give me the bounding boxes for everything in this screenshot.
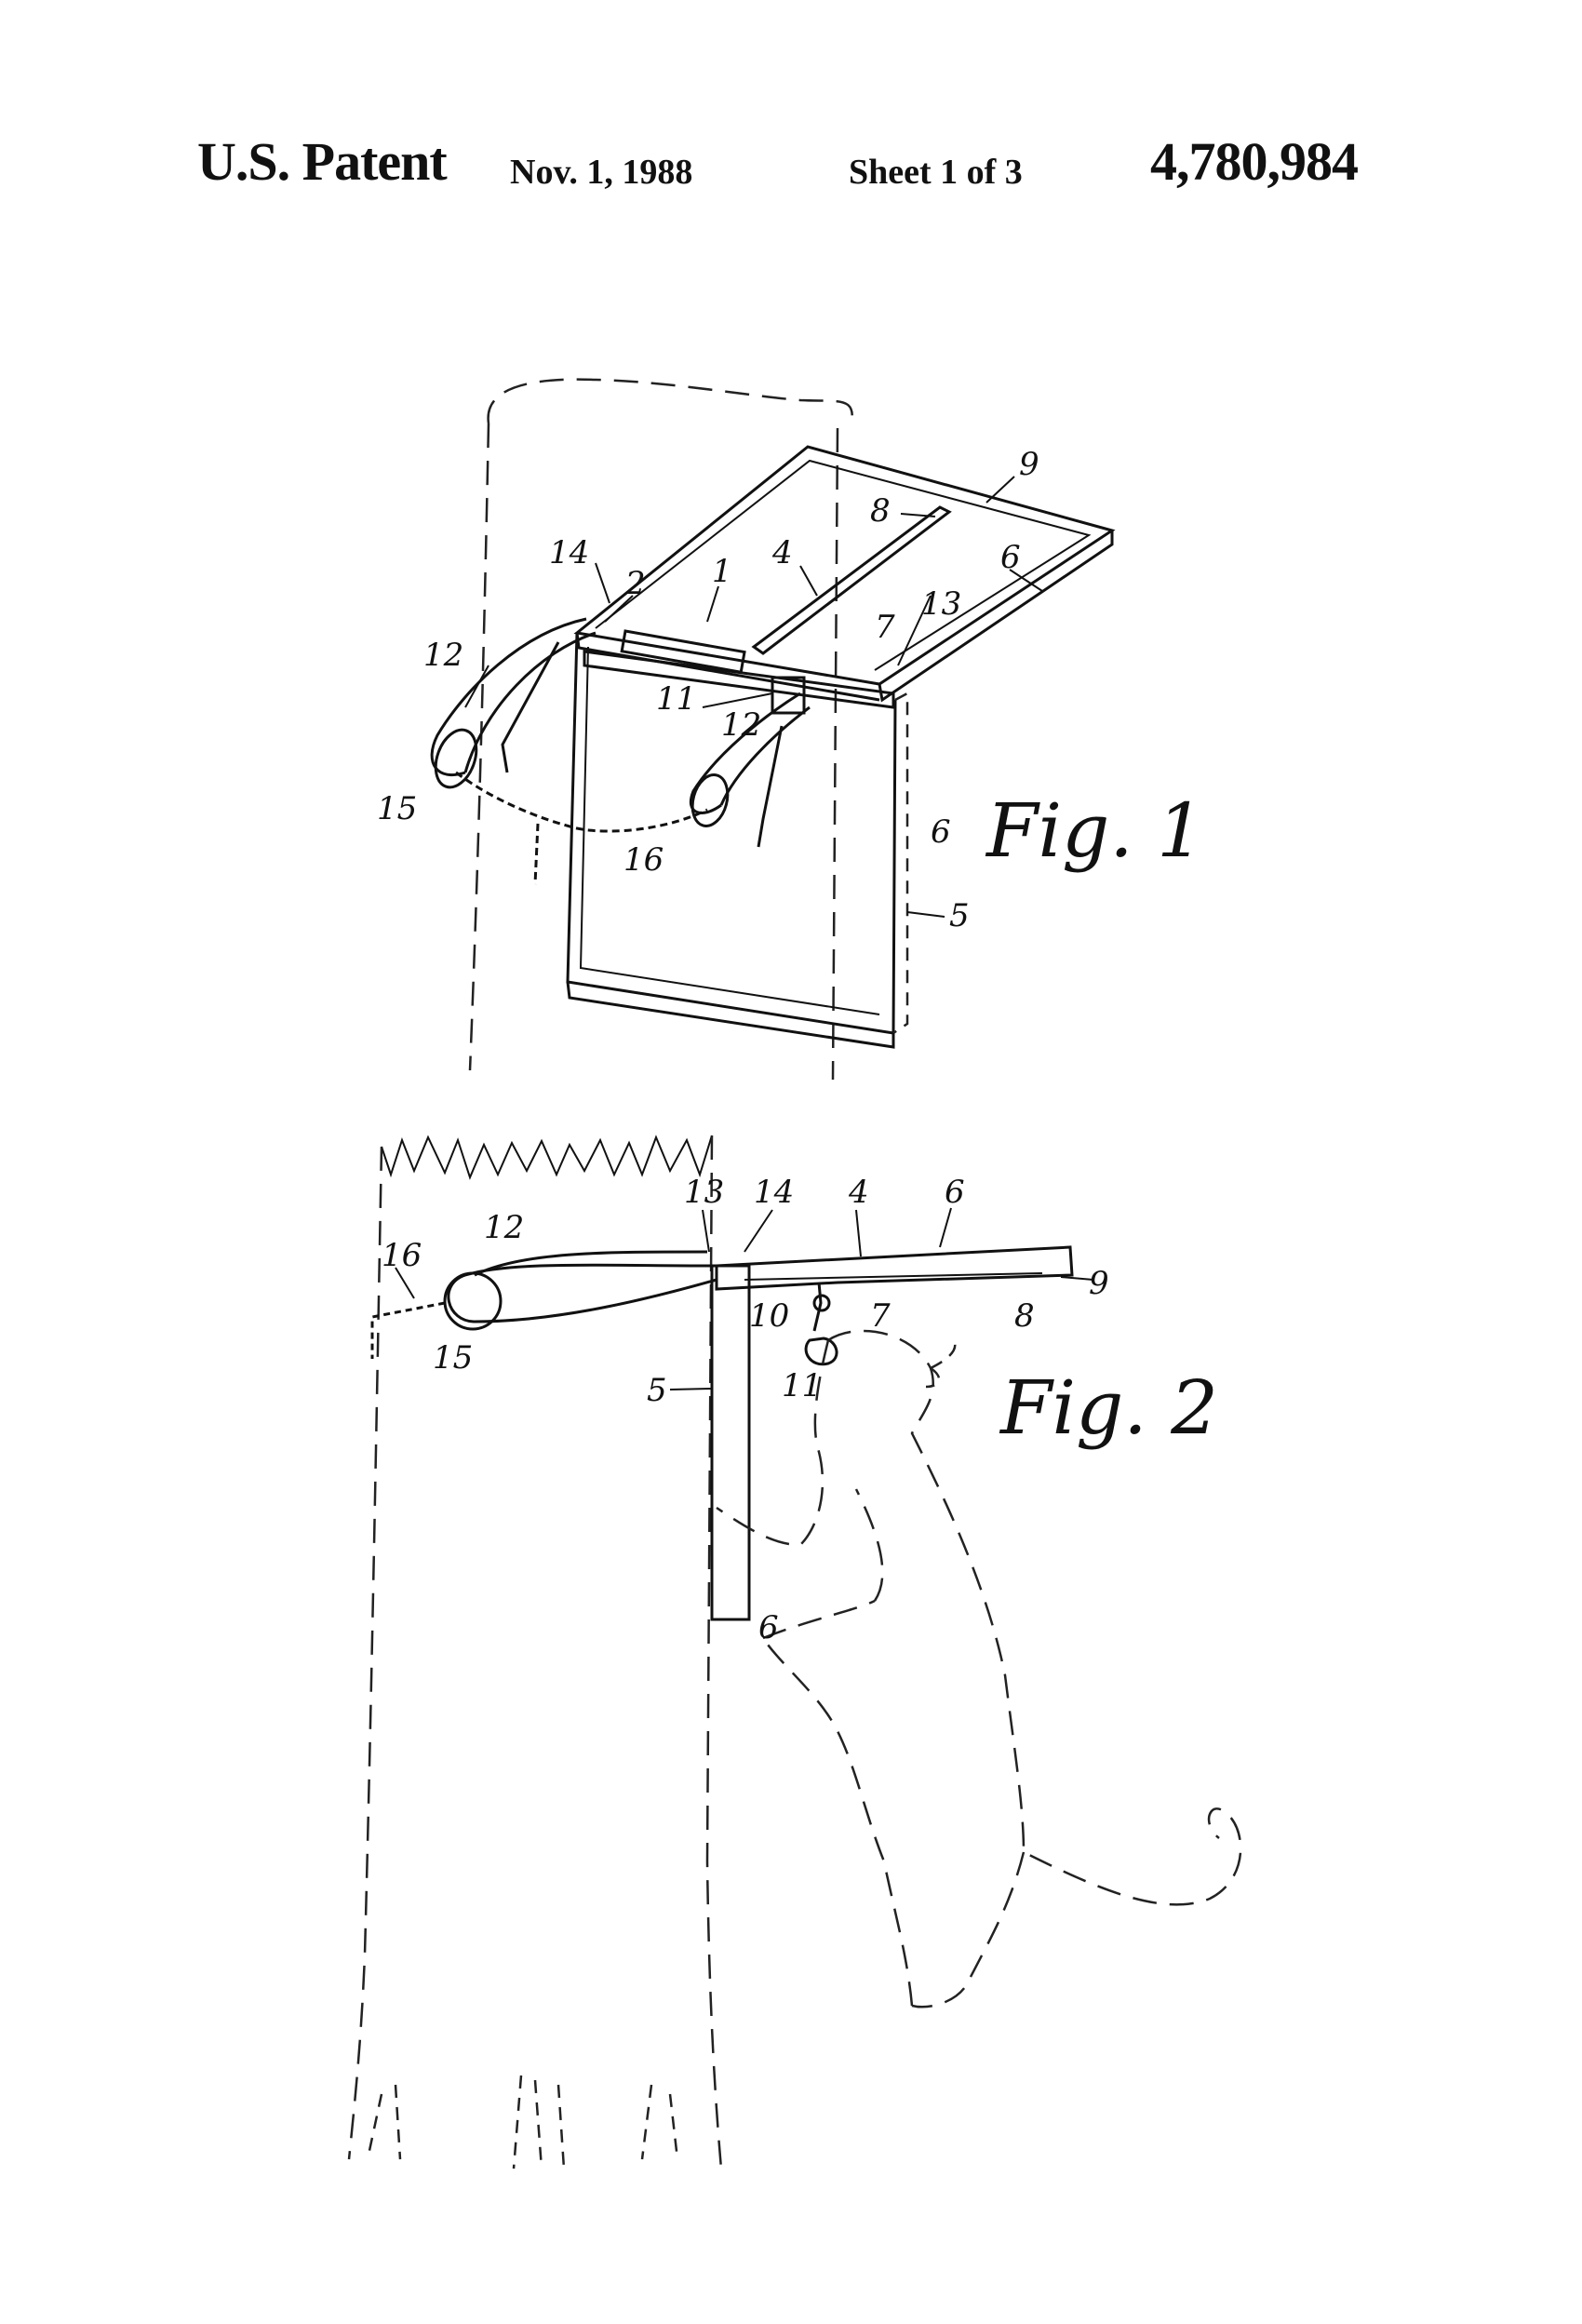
ref-12b: 12 [721, 706, 761, 744]
ref-4: 4 [848, 1174, 869, 1211]
ref-11: 11 [656, 680, 696, 718]
ref-13: 13 [921, 585, 961, 623]
ref-14: 14 [549, 534, 589, 571]
fig1-backboard [566, 632, 909, 1049]
fig2-leaders [395, 1207, 1094, 1390]
fig2-tree-trunk [347, 1135, 723, 2170]
ref-16: 16 [382, 1237, 422, 1274]
fig1-chain [455, 771, 708, 833]
fig2-reference-numerals: 13 14 4 6 12 16 9 10 7 8 15 5 11 6 [382, 1174, 1109, 1646]
ref-8: 8 [1014, 1297, 1035, 1335]
ref-11: 11 [782, 1367, 822, 1404]
fig1-tree-outline [487, 378, 853, 424]
ref-13: 13 [684, 1174, 724, 1211]
ref-6: 6 [945, 1174, 965, 1211]
sheet-number: Sheet 1 of 3 [849, 153, 1023, 192]
fig1-bait-tray [573, 445, 1116, 703]
ref-5: 5 [949, 897, 970, 934]
fig2-cougar-outline [716, 1329, 1242, 2008]
ref-15: 15 [433, 1339, 473, 1377]
ref-9: 9 [1019, 446, 1039, 483]
figure-1: 9 8 4 6 1 2 14 7 13 11 12 12 15 16 6 5 F… [377, 378, 1204, 1081]
ref-6b: 6 [758, 1609, 779, 1646]
ref-5: 5 [647, 1372, 667, 1409]
fig1-reference-numerals: 9 8 4 6 1 2 14 7 13 11 12 12 15 16 6 5 [377, 446, 1039, 934]
patent-number: 4,780,984 [1150, 131, 1359, 192]
ref-9: 9 [1089, 1265, 1109, 1302]
ref-2: 2 [624, 565, 646, 602]
fig1-leaders [464, 476, 1043, 918]
fig1-caption: Fig. 1 [985, 787, 1204, 874]
ref-1: 1 [712, 553, 732, 590]
ref-12a: 12 [423, 637, 463, 674]
ref-15: 15 [377, 790, 417, 827]
ref-7: 7 [875, 609, 895, 646]
ref-6b: 6 [931, 813, 951, 851]
figure-2: 13 14 4 6 12 16 9 10 7 8 15 5 11 6 Fig. … [347, 1135, 1242, 2170]
ref-4: 4 [771, 534, 793, 571]
ref-7: 7 [870, 1297, 891, 1335]
ref-12: 12 [484, 1209, 524, 1246]
fig2-caption: Fig. 2 [999, 1364, 1218, 1451]
patent-header-title: U.S. Patent [197, 131, 448, 192]
ref-14: 14 [754, 1174, 794, 1211]
ref-10: 10 [749, 1297, 789, 1335]
ref-16: 16 [623, 841, 664, 879]
ref-8: 8 [870, 492, 891, 530]
ref-6: 6 [1000, 539, 1021, 576]
fig2-trap-mechanism [370, 1245, 1074, 1621]
patent-date: Nov. 1, 1988 [510, 153, 693, 192]
